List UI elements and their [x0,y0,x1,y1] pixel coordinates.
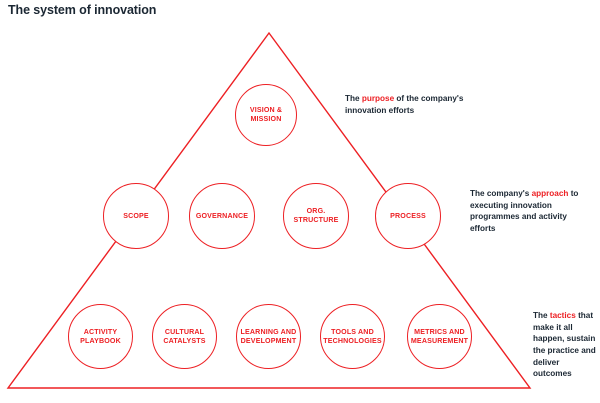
node-vision-mission[interactable]: VISION & MISSION [235,84,297,146]
node-label: SCOPE [123,211,149,220]
node-activity-playbook[interactable]: ACTIVITY PLAYBOOK [68,304,133,369]
node-cultural-catalysts[interactable]: CULTURAL CATALYSTS [152,304,217,369]
node-learning-and-development[interactable]: LEARNING AND DEVELOPMENT [236,304,301,369]
annotation-suffix: of the company's innovation efforts [345,94,464,115]
annotation-accent: approach [531,189,569,198]
node-label: LEARNING AND DEVELOPMENT [240,327,297,345]
annotation-purpose: The purpose of the company's innovation … [345,93,505,116]
node-label: PROCESS [390,211,426,220]
annotation-prefix: The [533,311,550,320]
annotation-approach: The company's approach to executing inno… [470,188,590,235]
annotation-prefix: The company's [470,189,532,198]
page-title: The system of innovation [8,3,157,17]
node-scope[interactable]: SCOPE [103,183,169,249]
node-label: ORG. STRUCTURE [293,207,339,224]
node-org-structure[interactable]: ORG. STRUCTURE [283,183,349,249]
node-label: METRICS AND MEASUREMENT [410,327,469,345]
node-label: VISION & MISSION [249,106,283,123]
node-label: TOOLS AND TECHNOLOGIES [323,327,382,345]
node-process[interactable]: PROCESS [375,183,441,249]
annotation-accent: tactics [549,311,576,320]
annotation-accent: purpose [361,94,395,103]
node-metrics-and-measurement[interactable]: METRICS AND MEASUREMENT [407,304,472,369]
annotation-tactics: The tactics that make it all happen, sus… [533,310,596,380]
node-tools-and-technologies[interactable]: TOOLS AND TECHNOLOGIES [320,304,385,369]
node-label: CULTURAL CATALYSTS [163,327,206,345]
annotation-suffix: to executing innovation programmes and a… [470,189,579,233]
node-label: ACTIVITY PLAYBOOK [80,327,121,345]
node-governance[interactable]: GOVERNANCE [189,183,255,249]
node-label: GOVERNANCE [195,211,249,220]
annotation-suffix: that make it all happen, sustain the pra… [533,311,596,379]
annotation-prefix: The [345,94,362,103]
